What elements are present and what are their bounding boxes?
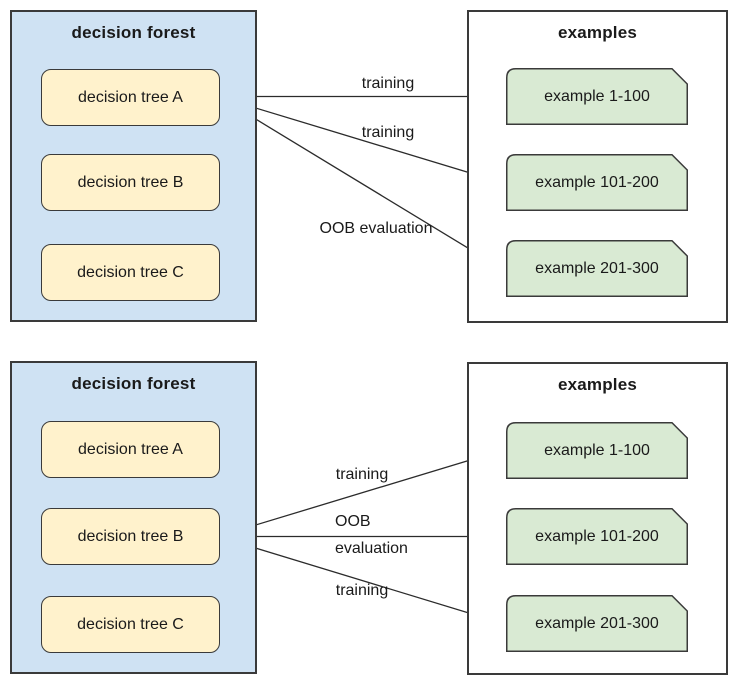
tree-node-label: decision tree A	[78, 440, 183, 458]
tree-node-b: decision tree B	[41, 154, 220, 211]
example-card-3: example 201-300	[506, 240, 688, 297]
example-card-label: example 201-300	[535, 614, 659, 632]
arrow-label-line: OOB	[335, 513, 371, 530]
arrow-label-training: training	[361, 75, 415, 92]
example-card-label: example 101-200	[535, 173, 659, 191]
examples-title: examples	[557, 23, 638, 42]
card-shape	[506, 240, 688, 297]
tree-node-b: decision tree B	[41, 508, 220, 565]
example-card-label: example 101-200	[535, 527, 659, 545]
tree-node-label: decision tree B	[77, 173, 184, 191]
tree-node-a: decision tree A	[41, 421, 220, 478]
example-card-1: example 1-100	[506, 422, 688, 479]
tree-node-label: decision tree C	[77, 263, 184, 281]
arrow-label-oob-evaluation: OOB evaluation	[335, 508, 408, 562]
example-card-2: example 101-200	[506, 154, 688, 211]
card-shape	[506, 422, 688, 479]
example-card-2: example 101-200	[506, 508, 688, 565]
arrow-label-oob-evaluation: OOB evaluation	[319, 220, 433, 237]
forest-title: decision forest	[71, 374, 196, 393]
tree-node-c: decision tree C	[41, 244, 220, 301]
forest-title: decision forest	[71, 23, 196, 42]
card-shape	[506, 68, 688, 125]
example-card-label: example 1-100	[544, 87, 650, 105]
example-card-1: example 1-100	[506, 68, 688, 125]
card-shape	[506, 595, 688, 652]
tree-node-label: decision tree C	[77, 615, 184, 633]
tree-node-label: decision tree B	[77, 527, 184, 545]
arrow-label-line: evaluation	[335, 540, 408, 557]
tree-node-label: decision tree A	[78, 88, 183, 106]
card-shape	[506, 508, 688, 565]
card-shape	[506, 154, 688, 211]
example-card-3: example 201-300	[506, 595, 688, 652]
example-card-label: example 201-300	[535, 259, 659, 277]
arrow-label-training: training	[361, 124, 415, 141]
tree-node-a: decision tree A	[41, 69, 220, 126]
arrow-label-training: training	[335, 582, 389, 599]
examples-title: examples	[557, 375, 638, 394]
tree-node-c: decision tree C	[41, 596, 220, 653]
example-card-label: example 1-100	[544, 441, 650, 459]
arrow-label-training: training	[335, 466, 389, 483]
